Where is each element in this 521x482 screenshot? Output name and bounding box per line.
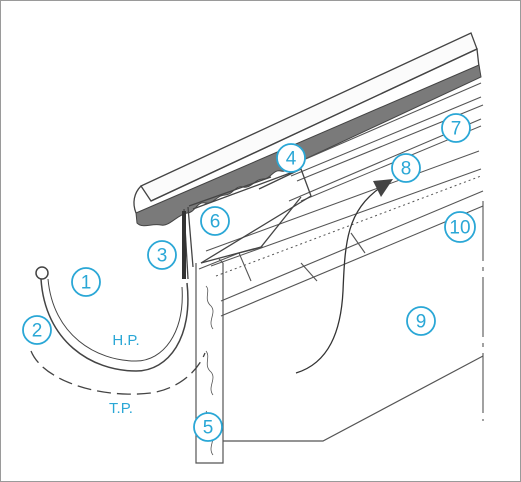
gutter-tp-outline	[30, 350, 206, 395]
roof-covering	[133, 32, 480, 214]
hp-label: H.P.	[112, 332, 139, 349]
callout-6: 6	[200, 206, 230, 236]
callout-4: 4	[276, 143, 306, 173]
callout-circle-7	[441, 113, 471, 143]
callout-3: 3	[147, 240, 177, 270]
gutter	[35, 266, 189, 372]
underlay-membrane	[205, 125, 482, 277]
callout-markers: 1 2 3 4 5 6 7 8 9 10	[22, 113, 476, 442]
callout-circle-2	[22, 315, 52, 345]
tp-label: T.P.	[109, 400, 133, 417]
callout-number-6: 6	[210, 212, 221, 233]
callout-circle-9	[406, 306, 436, 336]
callout-circle-8	[391, 153, 421, 183]
callout-circle-3	[147, 240, 177, 270]
callout-circle-5	[193, 412, 223, 442]
callout-circle-4	[276, 143, 306, 173]
callout-1: 1	[71, 267, 101, 297]
callout-8: 8	[391, 153, 421, 183]
callout-number-1: 1	[81, 273, 92, 294]
rafter-outline	[198, 190, 484, 421]
callout-number-4: 4	[286, 149, 297, 170]
callout-circle-6	[200, 206, 230, 236]
callout-number-8: 8	[401, 159, 412, 180]
callout-7: 7	[441, 113, 471, 143]
callout-number-5: 5	[203, 418, 214, 439]
airflow-arrow	[295, 179, 393, 374]
callout-number-10: 10	[449, 218, 470, 239]
callout-circle-1	[71, 267, 101, 297]
tile-profile-strip	[135, 64, 482, 227]
callout-number-7: 7	[451, 119, 462, 140]
callout-circle-10	[444, 211, 476, 243]
callout-5: 5	[193, 412, 223, 442]
callout-number-9: 9	[416, 312, 427, 333]
callout-2: 2	[22, 315, 52, 345]
callout-number-3: 3	[157, 246, 168, 267]
callout-9: 9	[406, 306, 436, 336]
wall	[195, 258, 484, 464]
callout-10: 10	[444, 211, 476, 243]
callout-number-2: 2	[32, 321, 43, 342]
